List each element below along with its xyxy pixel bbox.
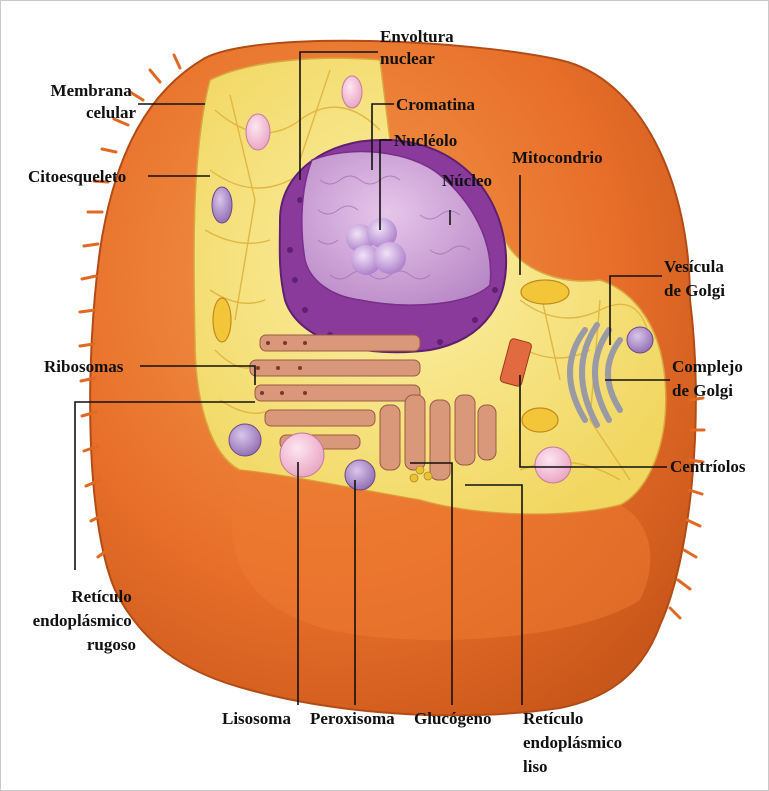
label-lisosoma: Lisosoma [222, 709, 291, 728]
label-glucogeno: Glucógeno [414, 709, 491, 728]
vesicle [246, 114, 270, 150]
vesicle [212, 187, 232, 223]
label-citoesqueleto: Citoesqueleto [28, 167, 126, 186]
label-reticulo-rugoso: Retículo endoplásmico rugoso [33, 587, 136, 654]
vesicle [229, 424, 261, 456]
label-membrana-celular: Membrana celular [51, 81, 137, 122]
vesicle [535, 447, 571, 483]
label-reticulo-liso: Retículo endoplásmico liso [523, 709, 626, 776]
label-nucleo: Núcleo [442, 171, 492, 190]
label-nucleolo: Nucléolo [394, 131, 457, 150]
label-mitocondrio: Mitocondrio [512, 148, 603, 167]
label-centriolos: Centríolos [670, 457, 746, 476]
label-cromatina: Cromatina [396, 95, 476, 114]
label-peroxisoma: Peroxisoma [310, 709, 395, 728]
vesicle [342, 76, 362, 108]
lysosome [280, 433, 324, 477]
golgi-vesicle [627, 327, 653, 353]
label-ribosomas: Ribosomas [44, 357, 124, 376]
peroxisome [345, 460, 375, 490]
